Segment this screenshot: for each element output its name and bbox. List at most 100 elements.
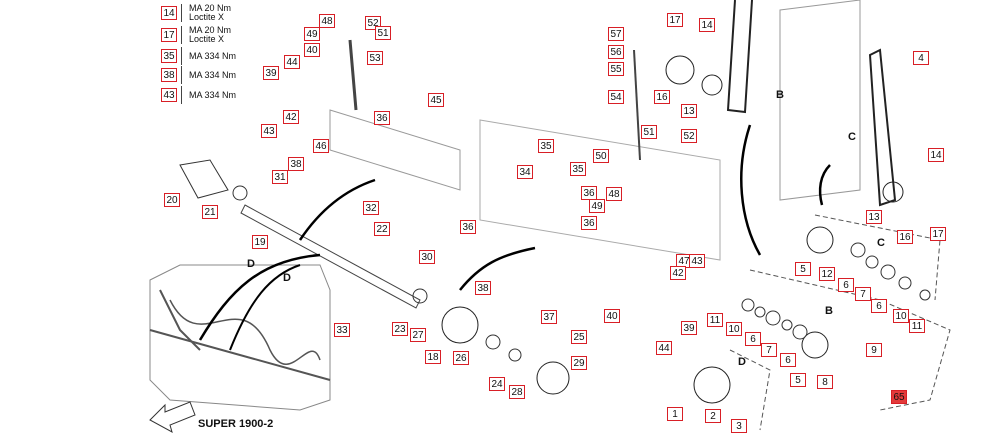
part-callout-18: 18	[425, 350, 441, 364]
washer	[898, 276, 912, 290]
part-callout-65: 65	[891, 390, 907, 404]
arrow-6	[229, 264, 301, 351]
auger-shaft	[149, 329, 331, 381]
washer	[865, 255, 879, 269]
part-callout-24: 24	[489, 377, 505, 391]
part-callout-55: 55	[608, 62, 624, 76]
washer	[850, 242, 866, 258]
washer	[508, 348, 522, 362]
part-callout-21: 21	[202, 205, 218, 219]
part-callout-49: 49	[304, 27, 320, 41]
washer	[485, 334, 501, 350]
part-callout-6: 6	[871, 299, 887, 313]
part-callout-14: 14	[699, 18, 715, 32]
part-callout-36: 36	[581, 216, 597, 230]
washer	[232, 185, 248, 201]
part-callout-32: 32	[363, 201, 379, 215]
part-callout-2: 2	[705, 409, 721, 423]
part-callout-13: 13	[681, 104, 697, 118]
section-letter-b: B	[825, 305, 833, 317]
part-callout-13: 13	[866, 210, 882, 224]
table-separator	[181, 26, 182, 44]
part-callout-17: 17	[930, 227, 946, 241]
part-callout-10: 10	[893, 309, 909, 323]
part-callout-36: 36	[581, 186, 597, 200]
part-callout-19: 19	[252, 235, 268, 249]
part-callout-28: 28	[509, 385, 525, 399]
coupling-20	[179, 159, 229, 199]
part-callout-31: 31	[272, 170, 288, 184]
part-callout-46: 46	[313, 139, 329, 153]
part-callout-44: 44	[284, 55, 300, 69]
part-callout-29: 29	[571, 356, 587, 370]
part-callout-12: 12	[819, 267, 835, 281]
auger-spiral	[169, 299, 321, 365]
table-separator	[181, 4, 182, 22]
part-callout-53: 53	[367, 51, 383, 65]
part-callout-51: 51	[641, 125, 657, 139]
part-callout-38: 38	[288, 157, 304, 171]
part-callout-35: 35	[570, 162, 586, 176]
section-letter-d: D	[247, 258, 255, 270]
auger-frame	[149, 264, 331, 411]
section-letter-c: C	[848, 131, 856, 143]
model-label: SUPER 1900-2	[198, 418, 274, 430]
part-callout-49: 49	[589, 199, 605, 213]
part-callout-39: 39	[263, 66, 279, 80]
washer	[754, 306, 766, 318]
torque-row: 38 MA 334 Nm	[161, 66, 281, 84]
part-callout-6: 6	[838, 278, 854, 292]
part-callout-39: 39	[681, 321, 697, 335]
part-callout-48: 48	[319, 14, 335, 28]
direction-arrow	[149, 401, 196, 434]
section-letter-c: C	[877, 237, 885, 249]
part-callout-38: 38	[475, 281, 491, 295]
part-callout-6: 6	[780, 353, 796, 367]
part-callout-56: 56	[608, 45, 624, 59]
part-callout-57: 57	[608, 27, 624, 41]
hub-18	[441, 306, 479, 344]
part-callout-40: 40	[604, 309, 620, 323]
part-callout-26: 26	[453, 351, 469, 365]
part-callout-23: 23	[392, 322, 408, 336]
part-callout-14: 14	[928, 148, 944, 162]
part-callout-51: 51	[375, 26, 391, 40]
hub-16	[665, 55, 695, 85]
part-callout-37: 37	[541, 310, 557, 324]
sprocket-5a	[806, 226, 834, 254]
part-callout-11: 11	[707, 313, 723, 327]
part-callout-20: 20	[164, 193, 180, 207]
section-letter-b: B	[776, 89, 784, 101]
part-callout-45: 45	[428, 93, 444, 107]
part-callout-42: 42	[670, 266, 686, 280]
part-callout-43: 43	[261, 124, 277, 138]
table-separator	[181, 86, 182, 104]
bracket-c	[814, 214, 941, 301]
part-callout-5: 5	[795, 262, 811, 276]
torque-ref: 43	[161, 88, 177, 102]
arrow-4	[818, 164, 831, 206]
washer	[792, 324, 808, 340]
torque-spec: MA 334 Nm	[189, 70, 237, 80]
arrow-1	[298, 178, 376, 241]
part-callout-36: 36	[374, 111, 390, 125]
part-callout-9: 9	[866, 343, 882, 357]
table-separator	[181, 66, 182, 84]
part-callout-7: 7	[761, 343, 777, 357]
washer	[412, 288, 428, 304]
torque-ref: 38	[161, 68, 177, 82]
torque-ref: 14	[161, 6, 177, 20]
part-callout-54: 54	[608, 90, 624, 104]
bracket-b	[749, 269, 951, 411]
part-callout-5: 5	[790, 373, 806, 387]
auger-arm	[159, 289, 201, 351]
torque-ref: 17	[161, 28, 177, 42]
gearbox-left	[329, 109, 461, 191]
part-callout-16: 16	[654, 90, 670, 104]
